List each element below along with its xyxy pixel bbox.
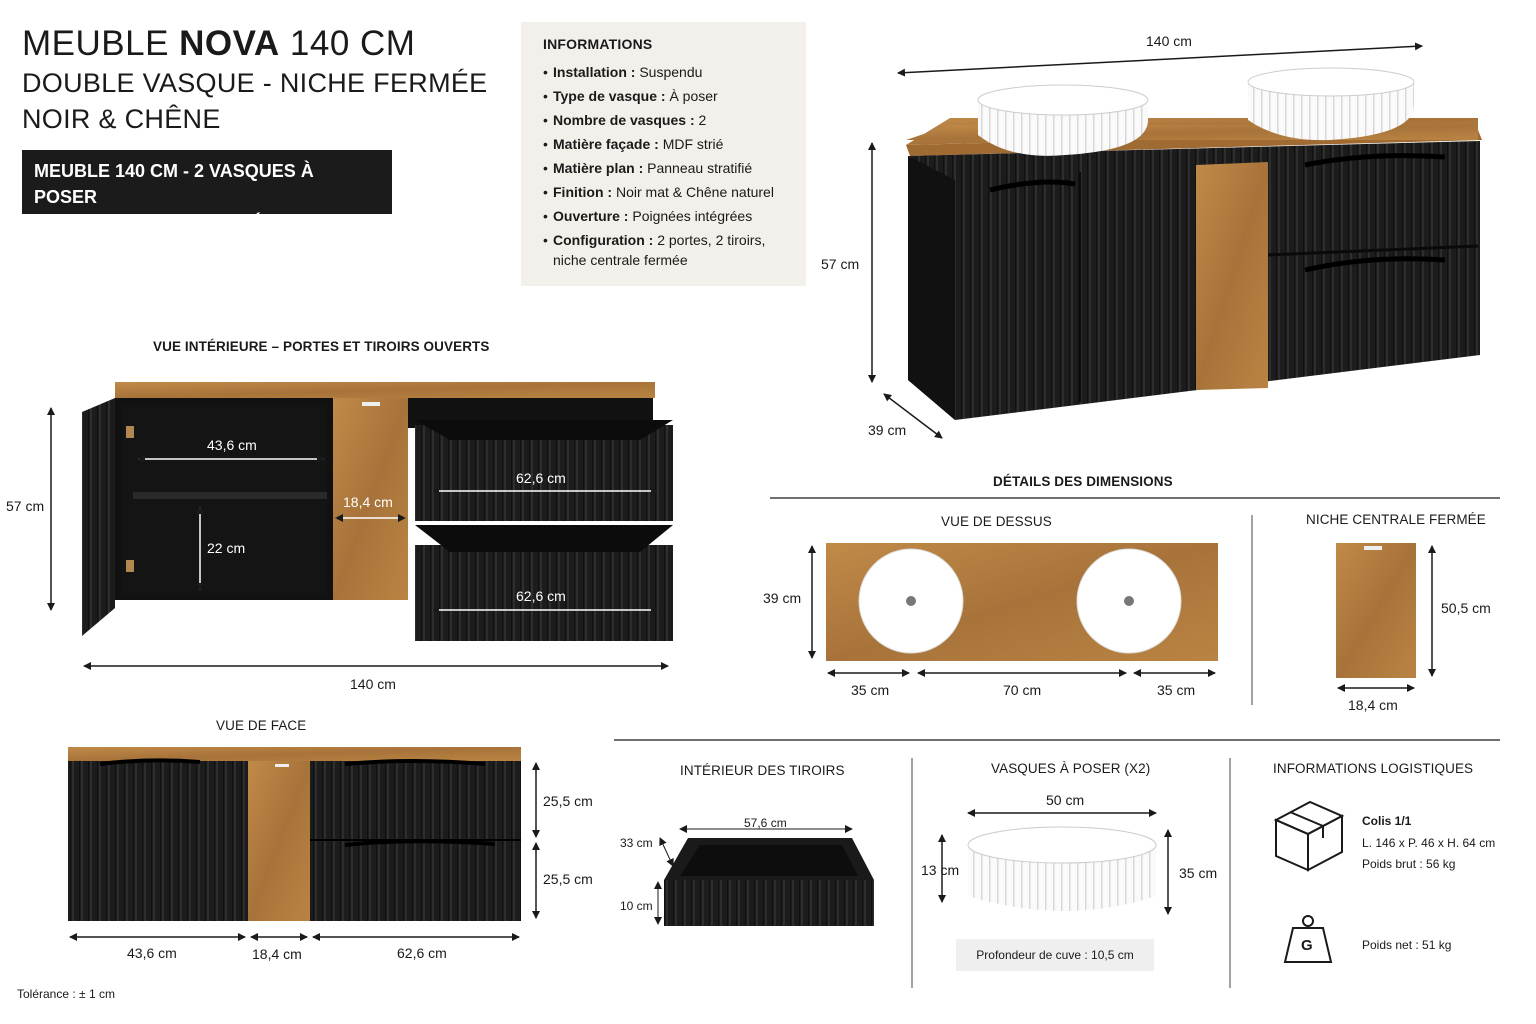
front-right: 62,6 cm	[397, 945, 447, 961]
open-door	[82, 398, 115, 636]
info-item: Matière façade : MDF strié	[543, 134, 792, 154]
info-list: Installation : Suspendu Type de vasque :…	[543, 62, 792, 270]
dim-total-width: 140 cm	[1146, 33, 1192, 49]
summary-badge: MEUBLE 140 CM - 2 VASQUES À POSER 2 PORT…	[22, 150, 392, 233]
info-box: INFORMATIONS Installation : Suspendu Typ…	[521, 22, 806, 286]
basin-heading: VASQUES À POSER (X2)	[991, 761, 1151, 776]
info-heading: INFORMATIONS	[543, 36, 653, 52]
interior-niche	[333, 398, 408, 600]
front-heading: VUE DE FACE	[216, 718, 307, 733]
logistics-heading: INFORMATIONS LOGISTIQUES	[1273, 761, 1474, 776]
interior-view	[47, 382, 673, 670]
top-depth: 39 cm	[763, 590, 802, 606]
niche-height: 50,5 cm	[1441, 600, 1491, 616]
dim-depth: 39 cm	[868, 422, 907, 438]
top-left: 35 cm	[851, 682, 890, 698]
product-title: MEUBLE NOVA 140 CM	[22, 24, 416, 63]
front-lower: 25,5 cm	[543, 871, 593, 887]
info-item: Ouverture : Poignées intégrées	[543, 206, 792, 226]
package-dims: L. 146 x P. 46 x H. 64 cm	[1362, 836, 1496, 850]
product-subtitle: DOUBLE VASQUE - NICHE FERMÉE	[22, 68, 488, 98]
front-mid: 18,4 cm	[252, 946, 302, 962]
front-upper: 25,5 cm	[543, 793, 593, 809]
shelf-height: 22 cm	[207, 540, 246, 556]
interior-countertop	[115, 382, 655, 398]
info-item: Type de vasque : À poser	[543, 86, 792, 106]
niche-width-interior: 18,4 cm	[343, 494, 393, 510]
details-heading: DÉTAILS DES DIMENSIONS	[993, 474, 1173, 489]
drawer-interior-view	[654, 825, 874, 926]
interior-height: 57 cm	[6, 498, 45, 514]
shelf-width: 43,6 cm	[207, 437, 257, 453]
drawer-width-lower: 62,6 cm	[516, 588, 566, 604]
drawer-inner-height: 10 cm	[620, 899, 653, 913]
interior-total-width: 140 cm	[350, 676, 396, 692]
front-view	[68, 747, 540, 941]
gross-weight: Poids brut : 56 kg	[1362, 857, 1456, 871]
niche-view	[1336, 543, 1436, 692]
tolerance-note: Tolérance : ± 1 cm	[17, 987, 115, 1001]
info-item: Configuration : 2 portes, 2 tiroirs, nic…	[543, 230, 783, 270]
drawer-inner-depth: 33 cm	[620, 836, 653, 850]
info-item: Nombre de vasques : 2	[543, 110, 792, 130]
drawer-inner-width: 57,6 cm	[744, 816, 787, 830]
basin-depth-note: Profondeur de cuve : 10,5 cm	[956, 939, 1154, 971]
dim-total-height: 57 cm	[821, 256, 860, 272]
drawer-upper-open	[415, 425, 673, 521]
interior-heading: VUE INTÉRIEURE – PORTES ET TIROIRS OUVER…	[153, 339, 490, 354]
net-weight: Poids net : 51 kg	[1362, 938, 1452, 952]
basin-height: 13 cm	[921, 862, 960, 878]
niche-width: 18,4 cm	[1348, 697, 1398, 713]
product-color: NOIR & CHÊNE	[22, 104, 221, 134]
basin-view	[938, 809, 1172, 915]
top-right: 35 cm	[1157, 682, 1196, 698]
main-3d-view	[868, 42, 1482, 439]
drawer-interior-heading: INTÉRIEUR DES TIROIRS	[680, 763, 845, 778]
door-handle-groove	[989, 179, 1076, 193]
basin-right	[1247, 67, 1415, 141]
basin-left	[977, 84, 1149, 156]
top-middle: 70 cm	[1003, 682, 1042, 698]
badge-line-1: MEUBLE 140 CM - 2 VASQUES À POSER	[34, 161, 314, 207]
front-left: 43,6 cm	[127, 945, 177, 961]
niche-heading: NICHE CENTRALE FERMÉE	[1306, 512, 1486, 527]
weight-glyph: G	[1301, 937, 1313, 954]
drawer-width-upper: 62,6 cm	[516, 470, 566, 486]
top-view	[808, 543, 1218, 677]
package-count: Colis 1/1	[1362, 814, 1412, 828]
central-niche	[1196, 162, 1268, 390]
weight-icon	[1283, 915, 1333, 963]
basin-diameter: 50 cm	[1046, 792, 1085, 808]
basin-total-height: 35 cm	[1179, 865, 1218, 881]
shelf	[133, 492, 327, 499]
drawer-lower-open	[415, 545, 673, 641]
badge-line-2: 2 PORTES - NICHE FERMÉE - 2 TIROIRS	[34, 213, 380, 233]
cabinet-body	[908, 141, 1480, 420]
info-item: Installation : Suspendu	[543, 62, 792, 82]
package-icon	[1273, 800, 1345, 872]
info-item: Finition : Noir mat & Chêne naturel	[543, 182, 792, 202]
info-item: Matière plan : Panneau stratifié	[543, 158, 792, 178]
top-view-heading: VUE DE DESSUS	[941, 514, 1052, 529]
